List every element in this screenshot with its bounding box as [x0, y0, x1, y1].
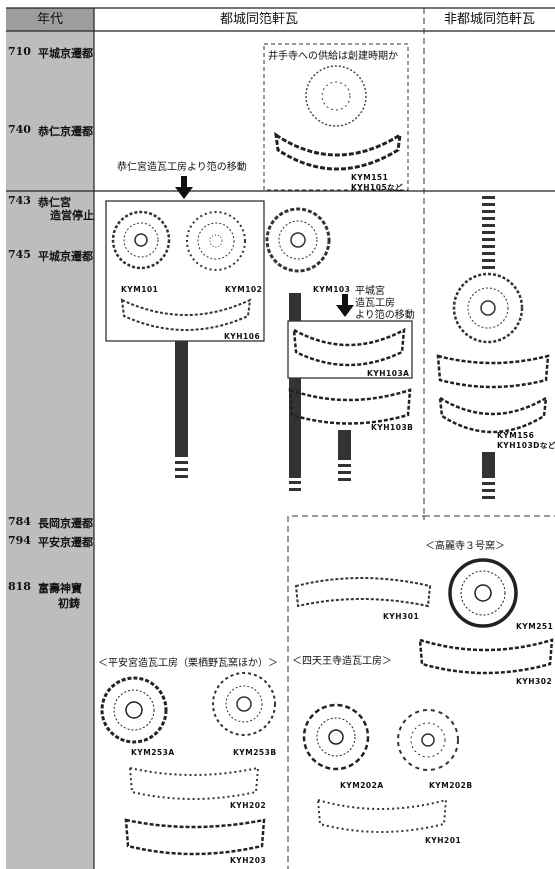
tile-kym102-round-icon [187, 212, 245, 270]
code-kyh103d: KYH103Dなど [497, 440, 555, 451]
timeline-year: 745 [8, 248, 31, 261]
tile-kyh202-flat-icon [130, 768, 258, 799]
timeline-year: 794 [8, 534, 31, 547]
tile-kyh201-flat-icon [318, 800, 446, 832]
bar-noncapital-top [482, 196, 495, 269]
code-kyh301: KYH301 [383, 612, 419, 621]
group-koraiji-kiln: ＜高麗寺３号窯＞ [425, 537, 505, 552]
note-kuni-mold-move: 恭仁宮造瓦工房より笵の移動 [117, 158, 247, 173]
group-shitennoji-workshop: ＜四天王寺造瓦工房＞ [292, 652, 392, 667]
bar-kyh103b [338, 430, 351, 460]
tile-kym253a-round-icon [102, 678, 166, 742]
tile-kyh103d-flat-icon [440, 398, 546, 432]
code-kym151: KYM151 [351, 173, 388, 182]
timeline-year: 710 [8, 45, 31, 58]
code-kym202a: KYM202A [340, 781, 384, 790]
header-era: 年代 [6, 8, 94, 31]
code-kym202b: KYM202B [429, 781, 473, 790]
bar-kyh106 [175, 341, 188, 457]
timeline-event: 恭仁京遷都 [38, 123, 93, 139]
timeline-year: 740 [8, 123, 31, 136]
code-kym103: KYM103 [313, 285, 350, 294]
bar-kyh106-fade [175, 461, 188, 478]
note-ide-temple: 井手寺への供給は創建時期か [268, 47, 398, 62]
code-kyh103a: KYH103A [367, 369, 409, 378]
bar-kyh103b-fade [338, 464, 351, 481]
bar-noncapital [482, 452, 495, 478]
bar-kym103-top [289, 293, 301, 321]
tile-kyh103b-flat-icon [290, 390, 410, 424]
note-heijo-mold-move-3: より笵の移動 [355, 306, 415, 321]
header-noncapital-tiles: 非都城同笵軒瓦 [424, 8, 555, 31]
tile-kym156-round-icon [454, 274, 522, 342]
tile-noncapital-flat1-icon [438, 356, 548, 387]
timeline-year: 818 [8, 580, 31, 593]
bar-kym103-fade [289, 481, 301, 491]
arrow-heijo-shaft [342, 294, 348, 306]
timeline-event: 平城京遷都 [38, 45, 93, 61]
timeline-event: 平城京遷都 [38, 248, 93, 264]
arrow-heijo-head [336, 305, 354, 317]
timeline-event-line2: 造営停止 [50, 207, 94, 223]
code-kyh105: KYH105など [351, 182, 403, 193]
code-kym101: KYM101 [121, 285, 158, 294]
arrow-kuni-head [175, 187, 193, 199]
tile-kyh203-flat-icon [126, 820, 264, 854]
timeline-event: 平安京遷都 [38, 534, 93, 550]
timeline-year: 743 [8, 194, 31, 207]
timeline-event: 富壽神寶 [38, 580, 82, 596]
timeline-year: 784 [8, 515, 31, 528]
code-kyh202: KYH202 [230, 801, 266, 810]
code-kym253a: KYM253A [131, 748, 175, 757]
code-kyh103b: KYH103B [371, 423, 413, 432]
bar-noncapital-fade [482, 482, 495, 499]
tile-kyh103a-flat-icon [294, 330, 404, 365]
code-kyh201: KYH201 [425, 836, 461, 845]
tile-kym202a-round-icon [304, 705, 368, 769]
tile-kym103-round-icon [267, 209, 329, 271]
tile-kyh105-flat-icon [276, 135, 400, 169]
tile-kym251-round-icon [450, 560, 516, 626]
code-kym251: KYM251 [516, 622, 553, 631]
tile-kym151-round-icon [306, 66, 366, 126]
tile-kym253b-round-icon [213, 673, 275, 735]
code-kyh106: KYH106 [224, 332, 260, 341]
tile-kym202b-round-icon [398, 710, 458, 770]
heian-boundary [288, 516, 424, 869]
tile-kym101-round-icon [113, 212, 169, 268]
tile-kyh106-flat-icon [122, 300, 250, 330]
code-kym253b: KYM253B [233, 748, 277, 757]
code-kyh302: KYH302 [516, 677, 552, 686]
timeline-event-line2: 初鋳 [58, 595, 80, 611]
code-kyh203: KYH203 [230, 856, 266, 865]
tile-kyh302-flat-icon [420, 640, 552, 673]
arrow-kuni-shaft [181, 176, 187, 188]
header-capital-tiles: 都城同笵軒瓦 [94, 8, 424, 31]
code-kym102: KYM102 [225, 285, 262, 294]
timeline-event: 長岡京遷都 [38, 515, 93, 531]
tile-kyh301-flat-icon [296, 578, 430, 606]
group-heian-workshop: ＜平安宮造瓦工房（栗栖野瓦窯ほか）＞ [98, 654, 278, 669]
code-kym156: KYM156 [497, 431, 534, 440]
